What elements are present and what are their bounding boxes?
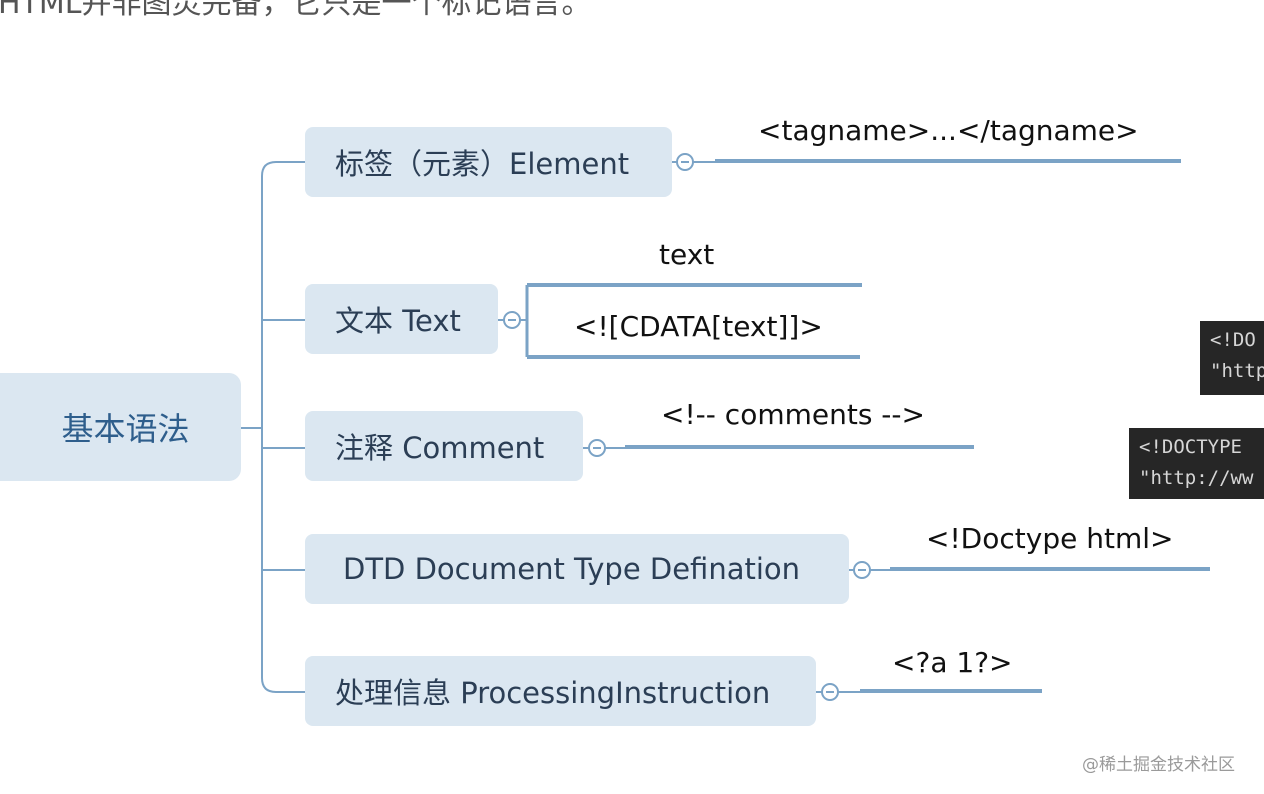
root-node: 基本语法 — [0, 373, 241, 481]
leaf-comment: <!-- comments --> — [661, 398, 925, 431]
code-snippet-bottom-line1: <!DOCTYPE — [1139, 436, 1242, 458]
leaf-element: <tagname>...</tagname> — [758, 114, 1139, 147]
node-pi-label: 处理信息 ProcessingInstruction — [335, 676, 771, 710]
leaf-doctype: <!Doctype html> — [926, 522, 1174, 555]
code-snippet-bottom-line2: "http://ww — [1139, 467, 1254, 489]
node-comment-label: 注释 Comment — [335, 431, 545, 465]
node-dtd: DTD Document Type Defination — [305, 534, 849, 604]
node-text-label: 文本 Text — [335, 304, 461, 338]
watermark: @稀土掘金技术社区 — [1082, 755, 1235, 775]
node-dtd-label: DTD Document Type Defination — [343, 552, 801, 586]
leaf-text-cdata: <![CDATA[text]]> — [574, 310, 823, 343]
leaf-processing-instruction: <?a 1?> — [892, 646, 1013, 679]
node-element-label: 标签（元素）Element — [335, 147, 630, 181]
header-text: HTML并非图灵完备，它只是一个标记语言。 — [0, 0, 592, 21]
root-label: 基本语法 — [61, 410, 190, 448]
code-snippet-top: <!DO "http — [1200, 321, 1264, 395]
node-comment: 注释 Comment — [305, 411, 583, 481]
code-snippet-bottom: <!DOCTYPE "http://ww — [1129, 428, 1264, 499]
code-snippet-top-line1: <!DO — [1210, 329, 1256, 351]
node-element: 标签（元素）Element — [305, 127, 672, 197]
node-processing-instruction: 处理信息 ProcessingInstruction — [305, 656, 816, 726]
code-snippet-top-line2: "http — [1210, 360, 1264, 382]
node-text: 文本 Text — [305, 284, 498, 354]
leaf-text-plain: text — [659, 238, 715, 271]
